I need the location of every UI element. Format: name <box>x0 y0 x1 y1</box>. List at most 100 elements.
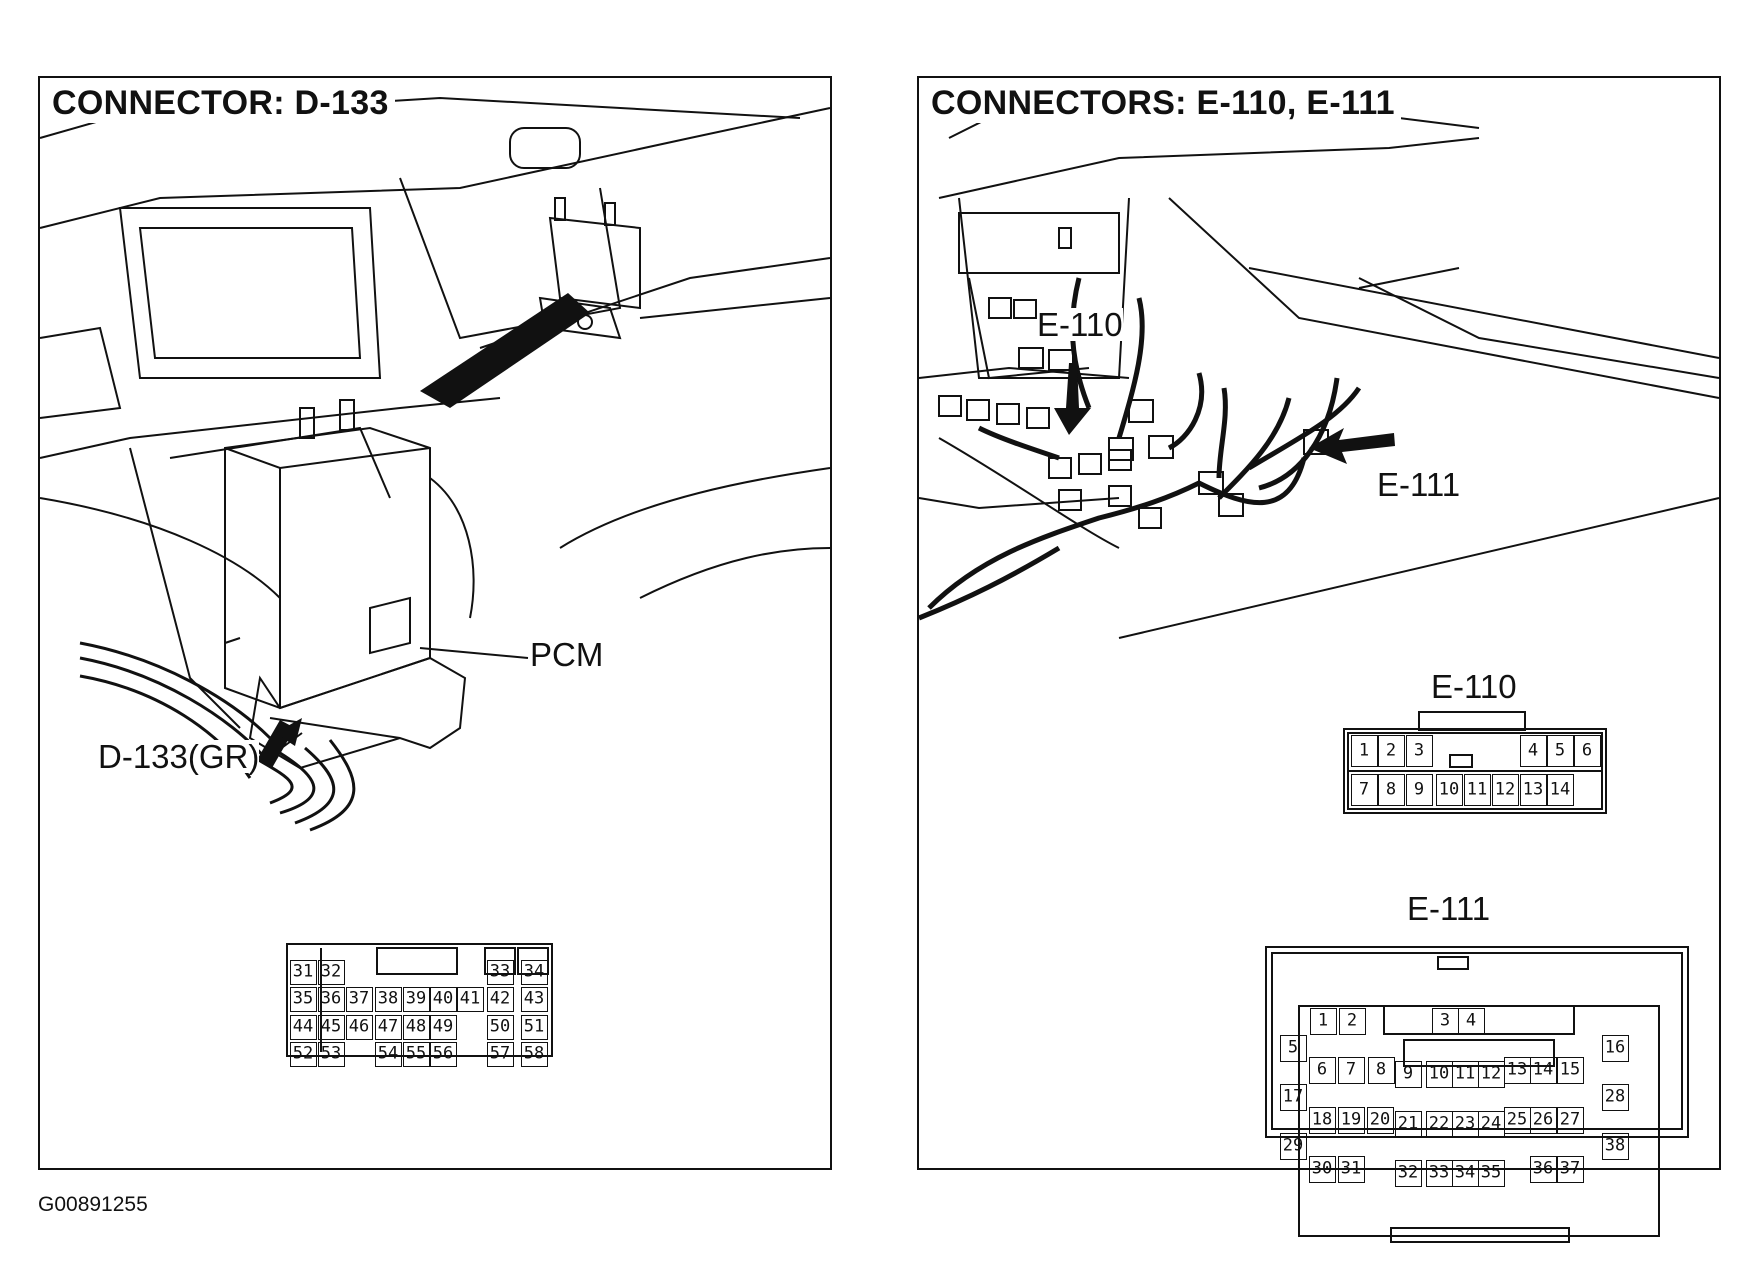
pin-cell <box>289 1041 317 1067</box>
connector-d133-label: D-133(GR) <box>98 738 260 775</box>
dash-harness-illustration <box>918 106 1720 1243</box>
pin-cell <box>402 1041 430 1067</box>
pin-label: 34 <box>523 961 545 982</box>
pin-cell <box>1529 1155 1557 1183</box>
pin-cell <box>345 1014 373 1040</box>
pin-cell <box>1601 1132 1629 1160</box>
figure-code: G00891255 <box>38 1193 148 1216</box>
pin-label: 35 <box>1480 1162 1502 1183</box>
pin-label: 1 <box>1358 740 1370 761</box>
pin-cell <box>1377 774 1405 806</box>
pin-label: 40 <box>432 988 454 1009</box>
pin-cell <box>1601 1034 1629 1062</box>
pin-label: 20 <box>1369 1109 1391 1130</box>
pin-label: 54 <box>377 1043 399 1064</box>
pin-cell <box>345 986 373 1012</box>
pin-label: 58 <box>523 1043 545 1064</box>
pin-label: 33 <box>489 961 511 982</box>
pin-cell <box>429 1041 457 1067</box>
pin-label: 31 <box>292 961 314 982</box>
pin-label: 6 <box>1581 740 1593 761</box>
pin-cell <box>1279 1034 1307 1062</box>
pin-cell <box>486 1041 514 1067</box>
pin-label: 14 <box>1549 779 1571 800</box>
pin-cell <box>289 1014 317 1040</box>
pin-cell <box>374 986 402 1012</box>
pin-label: 3 <box>1439 1010 1451 1031</box>
pin-label: 9 <box>1402 1063 1414 1084</box>
pin-label: 13 <box>1522 779 1544 800</box>
connectors-e110-e111-panel: CONNECTORS: E-110, E-111 E-110 E-111 E-1… <box>917 76 1721 1243</box>
pin-label: 24 <box>1480 1113 1502 1134</box>
pin-label: 32 <box>1397 1162 1419 1183</box>
pin-cell <box>1309 1007 1337 1035</box>
pin-cell <box>1457 1007 1485 1035</box>
pin-label: 32 <box>320 961 342 982</box>
pin-label: 41 <box>459 988 481 1009</box>
pin-cell <box>1451 1159 1479 1187</box>
pin-cell <box>1425 1110 1453 1138</box>
pin-label: 49 <box>432 1016 454 1037</box>
pin-cell <box>520 959 548 985</box>
pin-label: 36 <box>320 988 342 1009</box>
pin-label: 10 <box>1428 1063 1450 1084</box>
pin-label: 12 <box>1480 1063 1502 1084</box>
pin-cell <box>402 986 430 1012</box>
pin-label: 22 <box>1428 1113 1450 1134</box>
pin-label: 39 <box>405 988 427 1009</box>
pcm-location-illustration <box>39 96 831 1057</box>
pin-cell <box>1337 1106 1365 1134</box>
pin-label: 9 <box>1413 779 1425 800</box>
pin-label: 56 <box>432 1043 454 1064</box>
pin-cell <box>1451 1060 1479 1088</box>
pin-label: 50 <box>489 1016 511 1037</box>
pin-cell <box>1435 774 1463 806</box>
pin-label: 10 <box>1438 779 1460 800</box>
pin-cell <box>317 1041 345 1067</box>
pin-cell <box>1519 774 1547 806</box>
pin-cell <box>1546 774 1574 806</box>
pin-label: 38 <box>1604 1135 1626 1156</box>
pin-label: 57 <box>489 1043 511 1064</box>
pin-label: 27 <box>1559 1109 1581 1130</box>
pin-cell <box>1394 1159 1422 1187</box>
pin-label: 4 <box>1465 1010 1477 1031</box>
pin-cell <box>429 1014 457 1040</box>
pin-cell <box>1308 1056 1336 1084</box>
pin-cell <box>1477 1060 1505 1088</box>
pin-cell <box>1425 1060 1453 1088</box>
pin-label: 18 <box>1311 1109 1333 1130</box>
pin-cell <box>1503 1106 1531 1134</box>
pin-label: 5 <box>1554 740 1566 761</box>
pin-cell <box>1477 1159 1505 1187</box>
pin-cell <box>1394 1060 1422 1088</box>
pin-cell <box>520 986 548 1012</box>
pin-cell <box>1338 1007 1366 1035</box>
pin-label: 14 <box>1532 1059 1554 1080</box>
pin-label: 12 <box>1494 779 1516 800</box>
pin-cell <box>289 959 317 985</box>
pin-label: 43 <box>523 988 545 1009</box>
pin-cell <box>1546 735 1574 767</box>
pin-cell <box>1431 1007 1459 1035</box>
pin-label: 46 <box>348 1016 370 1037</box>
pin-label: 17 <box>1282 1086 1304 1107</box>
pin-label: 5 <box>1287 1037 1299 1058</box>
pin-cell <box>317 986 345 1012</box>
connector-e111-heading: E-111 <box>1407 890 1491 927</box>
pin-cell <box>1337 1155 1365 1183</box>
page-title-right: CONNECTORS: E-110, E-111 <box>931 84 1401 123</box>
pin-label: 23 <box>1454 1113 1476 1134</box>
pin-label: 52 <box>292 1043 314 1064</box>
pin-cell <box>1573 735 1601 767</box>
pin-cell <box>486 1014 514 1040</box>
pin-cell <box>1405 774 1433 806</box>
pin-label: 42 <box>489 988 511 1009</box>
pin-label: 16 <box>1604 1037 1626 1058</box>
pin-label: 53 <box>320 1043 342 1064</box>
pin-cell <box>1308 1155 1336 1183</box>
pin-label: 13 <box>1506 1059 1528 1080</box>
pin-cell <box>1601 1083 1629 1111</box>
pin-label: 37 <box>1559 1158 1581 1179</box>
pin-label: 2 <box>1385 740 1397 761</box>
